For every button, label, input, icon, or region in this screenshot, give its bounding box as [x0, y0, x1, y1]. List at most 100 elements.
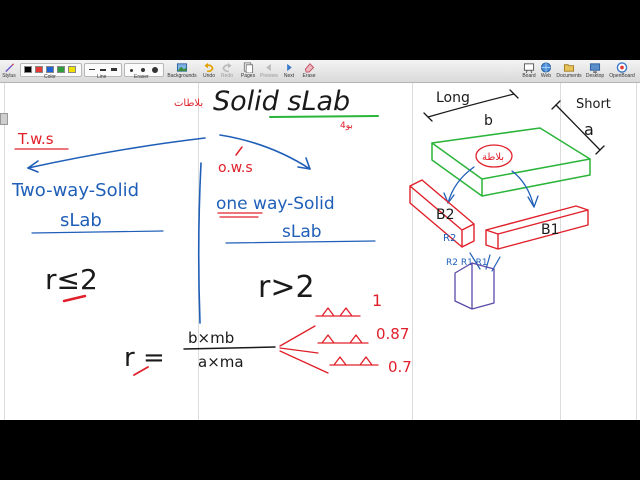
grid-line	[412, 83, 413, 420]
label-tws: T.w.s	[17, 130, 54, 148]
grid-line	[636, 83, 637, 420]
title-arabic: بلاطات	[174, 98, 203, 109]
label-short-a: a	[584, 120, 594, 139]
stylus-icon	[5, 63, 15, 73]
undo-label: Undo	[203, 73, 215, 79]
documents-label: Documents	[556, 73, 582, 79]
title-underline	[269, 115, 379, 118]
r-mark	[133, 366, 149, 376]
documents-icon	[563, 64, 575, 72]
side-panel-handle[interactable]	[0, 113, 8, 125]
support-sketch-1	[315, 307, 361, 317]
one-way-underline	[225, 240, 376, 244]
preview-label: Preview	[260, 73, 278, 79]
main-toolbar: Stylus Color Line Eraser Backgrounds Und…	[0, 60, 640, 83]
eraser-medium-button[interactable]	[141, 68, 145, 72]
one-way-line1: one way-Solid	[216, 194, 335, 214]
erase-button[interactable]: Erase	[300, 60, 318, 82]
board-icon	[523, 63, 535, 73]
long-dim-ticks	[423, 89, 519, 122]
label-short: Short	[576, 97, 611, 112]
next-label: Next	[283, 73, 295, 79]
color-swatch-yellow[interactable]	[68, 66, 76, 73]
backgrounds-label: Backgrounds	[167, 73, 197, 79]
title-arabic-note: 4بو	[340, 121, 353, 131]
eraser-group	[124, 63, 164, 77]
next-icon	[287, 63, 292, 72]
backgrounds-icon	[176, 63, 188, 72]
undo-button[interactable]: Undo	[200, 60, 218, 82]
support-sketch-2	[317, 334, 369, 344]
label-r2-top: R2	[443, 233, 456, 244]
label-long-b: b	[484, 113, 493, 129]
board-label: Board	[522, 73, 536, 79]
short-dim-ticks	[551, 100, 605, 155]
coef-0-7: 0.7	[388, 358, 412, 376]
openboard-menu-button[interactable]: OpenBoard	[606, 60, 638, 82]
color-swatch-red[interactable]	[35, 66, 43, 73]
line-group	[84, 63, 122, 77]
openboard-logo-icon	[616, 62, 628, 73]
stylus-button[interactable]: Stylus	[0, 60, 18, 82]
color-swatch-green[interactable]	[57, 66, 65, 73]
eraser-large-button[interactable]	[152, 67, 158, 73]
coef-arrow-2	[279, 347, 319, 354]
column-sketch	[454, 262, 495, 310]
desktop-label: Desktop	[585, 73, 605, 79]
line-thin-button[interactable]	[89, 69, 95, 70]
two-way-underline	[31, 230, 164, 234]
beam-b1	[485, 205, 589, 250]
documents-button[interactable]: Documents	[554, 60, 584, 82]
grid-line	[560, 83, 561, 420]
stylus-label: Stylus	[2, 73, 16, 79]
load-arrow-b2	[447, 166, 475, 204]
eraser-label: Eraser	[134, 74, 149, 80]
color-swatch-black[interactable]	[24, 66, 32, 73]
label-ows: o.w.s	[218, 160, 253, 176]
web-label: Web	[540, 73, 552, 79]
coef-1: 1	[372, 291, 382, 310]
undo-icon	[204, 62, 214, 73]
label-reactions: R2 R1 R1	[446, 258, 488, 268]
line-medium-button[interactable]	[100, 69, 106, 71]
board-canvas[interactable]: بلاطات Solid sLab 4بو T.w.s Two-way-Soli…	[0, 83, 640, 420]
load-arrow-b1	[511, 170, 535, 208]
erase-label: Erase	[302, 73, 316, 79]
backgrounds-button[interactable]: Backgrounds	[166, 60, 198, 82]
one-way-line2: sLab	[282, 222, 322, 242]
next-button[interactable]: Next	[280, 60, 298, 82]
previous-icon	[266, 63, 271, 72]
web-button[interactable]: Web	[538, 60, 554, 82]
arrow-to-one-way	[219, 134, 311, 170]
beam-b2	[409, 179, 475, 248]
short-dim-line	[555, 104, 601, 151]
label-b2: B2	[436, 207, 455, 223]
desktop-icon	[589, 63, 601, 73]
openboard-window: Stylus Color Line Eraser Backgrounds Und…	[0, 60, 640, 420]
two-way-line2: sLab	[60, 210, 102, 231]
openboard-label: OpenBoard	[609, 73, 635, 79]
arrow-head	[27, 160, 39, 173]
coef-0-87: 0.87	[376, 325, 409, 343]
grid-line	[4, 83, 5, 420]
ratio-denominator: a×ma	[198, 353, 244, 371]
label-long: Long	[436, 90, 470, 106]
pages-button[interactable]: Pages	[239, 60, 257, 82]
line-thick-button[interactable]	[111, 68, 117, 71]
color-swatch-blue[interactable]	[46, 66, 54, 73]
column-divider	[197, 162, 202, 324]
board-button[interactable]: Board	[520, 60, 538, 82]
eraser-small-button[interactable]	[130, 69, 133, 72]
two-way-line1: Two-way-Solid	[11, 180, 139, 201]
long-dim-line	[427, 93, 515, 118]
ows-mark	[235, 146, 243, 156]
color-label: Color	[44, 74, 56, 80]
label-b1: B1	[541, 222, 560, 238]
arrow-to-two-way	[27, 137, 206, 169]
line-label: Line	[97, 74, 107, 80]
slab-sides	[431, 142, 591, 197]
preview-button[interactable]: Preview	[258, 60, 280, 82]
desktop-button[interactable]: Desktop	[584, 60, 606, 82]
redo-button[interactable]: Redo	[218, 60, 236, 82]
slab-label-circle	[475, 144, 513, 168]
